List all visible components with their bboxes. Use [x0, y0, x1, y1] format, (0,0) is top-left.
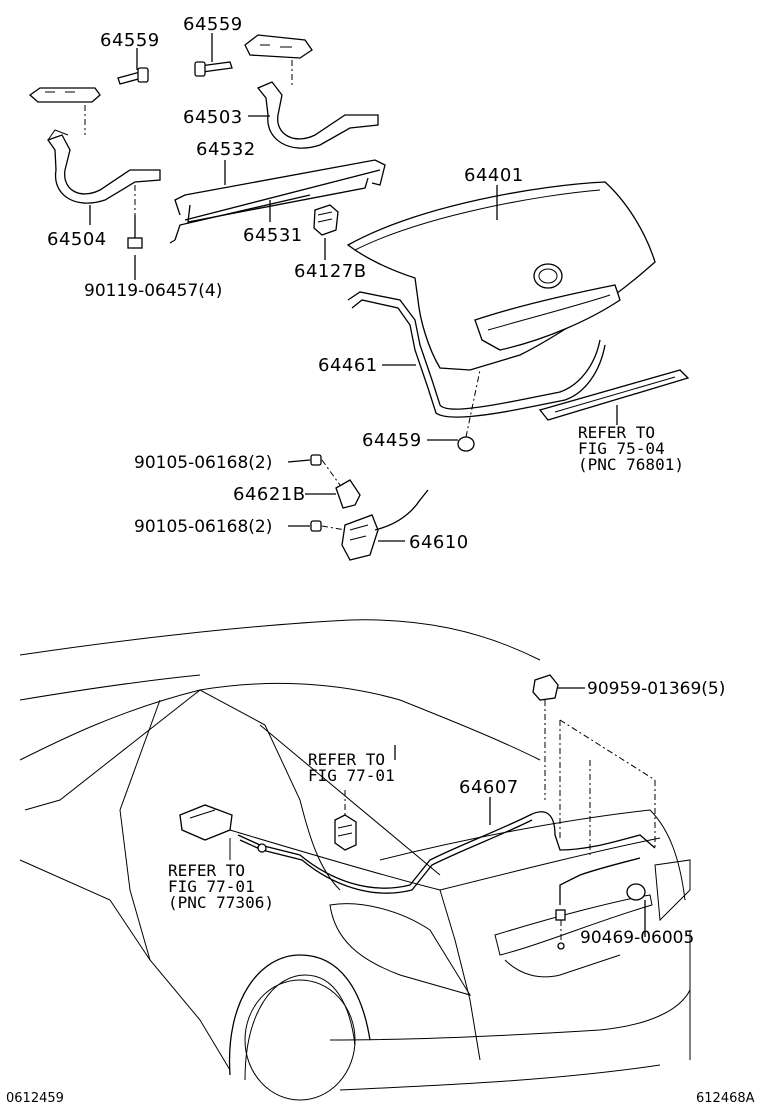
label-64559-right: 64559	[183, 14, 243, 35]
label-90105-06168-b: 90105-06168(2)	[134, 517, 272, 537]
ref3-line1: REFER TO	[168, 861, 245, 880]
trunk-lid	[346, 181, 656, 371]
cable-clamp	[532, 674, 656, 855]
weatherstrip	[347, 291, 606, 418]
label-64531: 64531	[243, 225, 303, 246]
footer-right-code: 612468A	[696, 1091, 755, 1106]
reference-notes: REFER TO FIG 75-04 (PNC 76801) REFER TO …	[168, 423, 684, 912]
lock-assembly	[310, 454, 429, 561]
footer-left-code: 0612459	[6, 1091, 64, 1106]
label-64504: 64504	[47, 229, 107, 250]
label-90119-06457: 90119-06457(4)	[84, 281, 222, 301]
hinge-right-assembly	[194, 34, 379, 149]
ref1-line2: FIG 75-04	[578, 439, 665, 458]
label-90959-01369: 90959-01369(5)	[587, 679, 725, 699]
ref1-line3: (PNC 76801)	[578, 455, 684, 474]
opener-lever	[179, 804, 233, 841]
footer-codes: 0612459 612468A	[6, 1091, 755, 1106]
label-64459: 64459	[362, 430, 422, 451]
bumper-cushion	[457, 369, 481, 452]
release-cable	[237, 790, 656, 894]
label-64610: 64610	[409, 532, 469, 553]
label-64607: 64607	[459, 777, 519, 798]
label-64503: 64503	[183, 107, 243, 128]
ref-note-fig-75-04: REFER TO FIG 75-04 (PNC 76801)	[578, 423, 684, 474]
ref2-line1: REFER TO	[308, 750, 385, 769]
ref3-line3: (PNC 77306)	[168, 893, 274, 912]
label-64461: 64461	[318, 355, 378, 376]
label-64127b: 64127B	[294, 261, 367, 282]
label-90469-06005: 90469-06005	[580, 928, 694, 948]
stopper-block	[313, 204, 339, 236]
label-90105-06168-a: 90105-06168(2)	[134, 453, 272, 473]
ref2-line2: FIG 77-01	[308, 766, 395, 785]
ref3-line2: FIG 77-01	[168, 877, 255, 896]
label-64401: 64401	[464, 165, 524, 186]
label-64621b: 64621B	[233, 484, 306, 505]
ref-note-fig-77-01-b: REFER TO FIG 77-01 (PNC 77306)	[168, 861, 274, 912]
part-labels: 64559 64559 64503 64532 64504 64531 6440…	[47, 14, 725, 948]
label-64532: 64532	[196, 139, 256, 160]
garnish-strip	[538, 369, 690, 421]
label-64559-left: 64559	[100, 30, 160, 51]
leader-lines	[89, 33, 646, 937]
ref1-line1: REFER TO	[578, 423, 655, 442]
torsion-bars	[169, 159, 386, 244]
ref-note-fig-77-01-a: REFER TO FIG 77-01	[308, 750, 395, 785]
hinge-left-assembly	[28, 67, 161, 249]
rear-lock-part	[555, 857, 646, 950]
